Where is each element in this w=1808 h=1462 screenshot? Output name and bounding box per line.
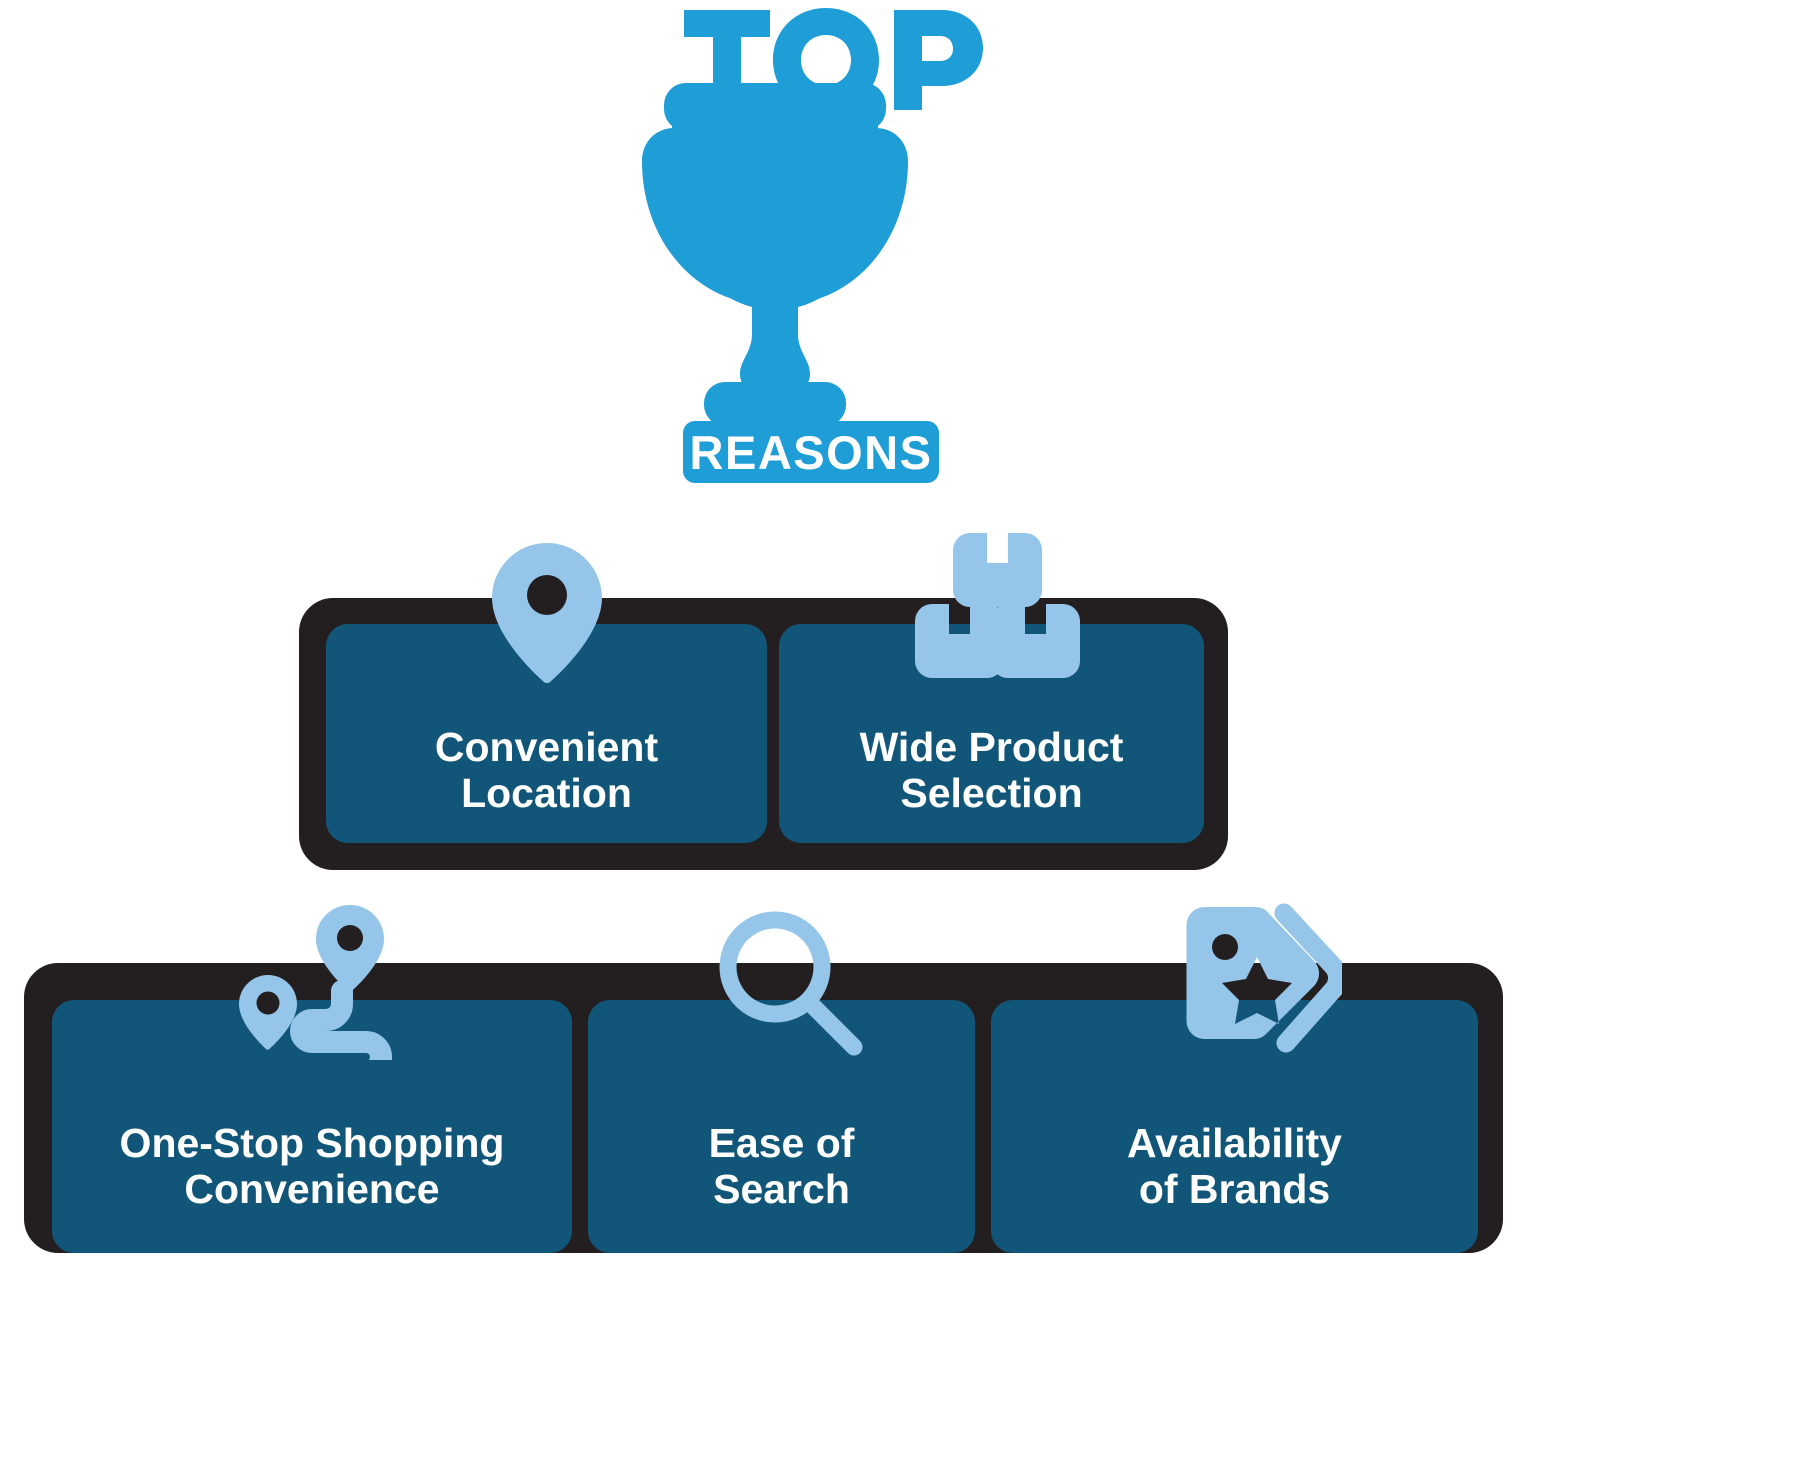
card-label-line-1: Convenient <box>434 724 659 771</box>
card-one-stop-shopping-convenience[interactable]: One-Stop Shopping Convenience <box>52 1000 572 1253</box>
card-ease-of-search[interactable]: Ease of Search <box>588 1000 975 1253</box>
card-availability-of-brands[interactable]: Availability of Brands <box>991 1000 1478 1253</box>
card-label-line-1: Wide Product <box>859 724 1124 771</box>
card-label-line-2: Search <box>713 1166 850 1213</box>
card-ease-of-search-label: Ease of Search <box>588 1120 975 1253</box>
card-convenient-location[interactable]: Convenient Location <box>326 624 767 843</box>
card-one-stop-shopping-label: One-Stop Shopping Convenience <box>52 1120 572 1253</box>
card-label-line-1: Availability <box>1127 1120 1342 1167</box>
trophy-header <box>556 0 996 500</box>
trophy-icon <box>642 8 983 426</box>
reasons-badge: REASONS <box>683 421 939 483</box>
card-label-line-1: Ease of <box>708 1120 855 1167</box>
card-label-line-2: Convenience <box>184 1166 440 1213</box>
card-label-line-2: Selection <box>900 770 1083 817</box>
card-wide-product-selection-label: Wide Product Selection <box>779 724 1204 843</box>
card-label-line-2: of Brands <box>1138 1166 1331 1213</box>
card-label-line-2: Location <box>461 770 632 817</box>
reasons-label: REASONS <box>689 425 933 479</box>
card-convenient-location-label: Convenient Location <box>326 724 767 843</box>
card-label-line-1: One-Stop Shopping <box>119 1120 505 1167</box>
card-availability-of-brands-label: Availability of Brands <box>991 1120 1478 1253</box>
card-wide-product-selection[interactable]: Wide Product Selection <box>779 624 1204 843</box>
